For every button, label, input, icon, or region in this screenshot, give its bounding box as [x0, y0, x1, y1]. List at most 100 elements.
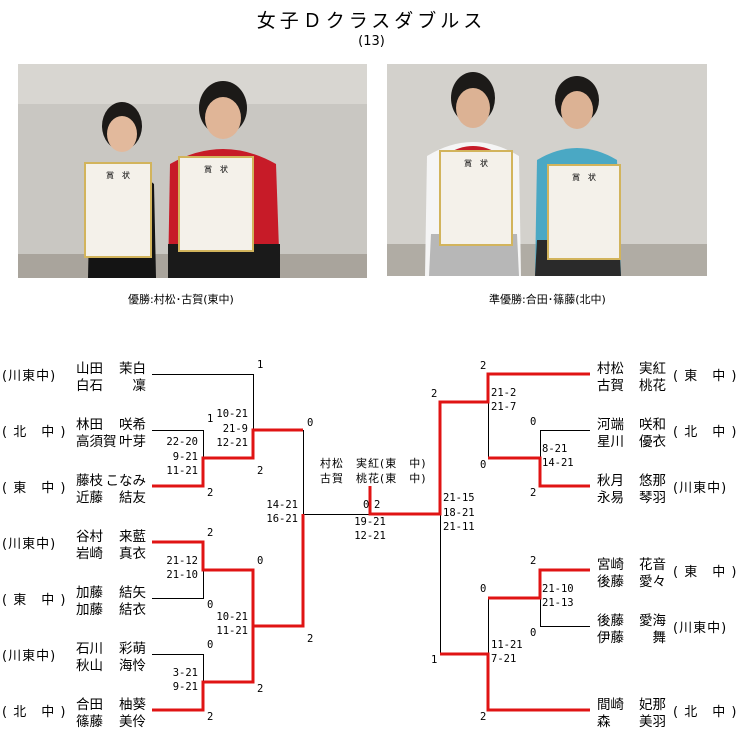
player-first-name: 海怜 [119, 658, 146, 674]
player-first-name: 結友 [119, 490, 146, 506]
games-won-label: 0 [207, 639, 214, 651]
player-first-name: 優衣 [639, 434, 666, 450]
player-last-name: 篠藤 [76, 714, 103, 730]
player-first-name: 美羽 [639, 714, 666, 730]
player-last-name: 谷村 [76, 529, 103, 545]
final-score: 19-21 [354, 516, 386, 528]
team-school: ( 東 中 ) [673, 565, 738, 580]
games-won-label: 0 [530, 416, 537, 428]
player-last-name: 後藤 [597, 574, 624, 590]
player-first-name: 柚葵 [119, 697, 146, 713]
player-last-name: 林田 [76, 417, 103, 433]
games-won-label: 2 [530, 555, 537, 567]
game-score: 22-20 [166, 436, 198, 448]
player-last-name: 宮崎 [597, 557, 624, 573]
game-score: 21-2 [491, 387, 517, 399]
games-won-label: 0 [530, 627, 537, 639]
games-won-label: 2 [257, 683, 264, 695]
player-first-name: 凜 [132, 378, 147, 394]
certificate: 賞 状 [84, 162, 152, 258]
player-last-name: 白石 [76, 378, 103, 394]
games-won-label: 0 [480, 583, 487, 595]
final-score: 12-21 [354, 530, 386, 542]
player-first-name: 真衣 [119, 546, 146, 562]
game-score: 12-21 [216, 437, 248, 449]
player-last-name: 加藤 [76, 585, 103, 601]
games-won-label: 2 [257, 465, 264, 477]
player-last-name: 秋月 [597, 473, 624, 489]
final-games-left: 0 [363, 499, 370, 511]
bracket-lines [152, 374, 590, 682]
game-score: 11-21 [216, 625, 248, 637]
game-score: 21-13 [542, 597, 574, 609]
game-score: 11-21 [491, 639, 523, 651]
player-first-name: 花音 [639, 557, 666, 573]
player-first-name: 咲和 [639, 417, 666, 433]
game-score: 21-7 [491, 401, 517, 413]
game-score: 14-21 [266, 499, 298, 511]
team-school: ( 北 中 ) [2, 425, 67, 440]
winner-caption: 優勝:村松･古賀(東中) [128, 293, 234, 306]
games-won-label: 2 [207, 711, 214, 723]
game-score: 21-10 [166, 569, 198, 581]
certificate-heading: 賞 状 [204, 165, 228, 174]
player-first-name: 琴羽 [639, 490, 666, 506]
player-last-name: 藤枝 [76, 473, 103, 489]
certificate: 賞 状 [178, 156, 254, 252]
certificate: 賞 状 [547, 164, 621, 260]
games-won-label: 1 [257, 359, 264, 371]
certificate-heading: 賞 状 [464, 159, 488, 168]
game-score: 16-21 [266, 513, 298, 525]
game-score: 21-12 [166, 555, 198, 567]
games-won-label: 2 [207, 527, 214, 539]
player-last-name: 河端 [597, 417, 624, 433]
games-won-label: 1 [207, 413, 214, 425]
player-last-name: 山田 [76, 361, 103, 377]
team-school: (川東中) [2, 649, 57, 664]
game-score: 10-21 [216, 611, 248, 623]
player-first-name: 舞 [652, 630, 667, 646]
player-last-name: 星川 [597, 434, 624, 450]
player-last-name: 合田 [76, 697, 103, 713]
player-last-name: 高須賀 [76, 434, 117, 450]
final-games-right: 2 [374, 499, 381, 511]
games-won-label: 2 [480, 711, 487, 723]
player-last-name: 永易 [597, 490, 624, 506]
team-school: ( 東 中 ) [673, 369, 738, 384]
game-score: 21-11 [443, 521, 475, 533]
games-won-label: 2 [207, 487, 214, 499]
game-score: 9-21 [172, 451, 198, 463]
team-school: (川東中) [2, 369, 57, 384]
player-first-name: こなみ [105, 473, 147, 489]
champion-player-1: 村松 実紅(東 中) [320, 457, 427, 470]
player-first-name: 愛々 [639, 574, 666, 590]
game-score: 21-10 [542, 583, 574, 595]
team-school: (川東中) [673, 481, 728, 496]
game-score: 9-21 [172, 681, 198, 693]
team-school: ( 北 中 ) [673, 425, 738, 440]
team-school: ( 北 中 ) [2, 705, 67, 720]
games-won-label: 2 [480, 360, 487, 372]
player-last-name: 秋山 [76, 658, 103, 674]
page-title: 女子Ｄクラスダブルス [256, 10, 487, 32]
games-won-label: 2 [307, 633, 314, 645]
champion-player-2: 古賀 桃花(東 中) [320, 472, 427, 485]
certificate-heading: 賞 状 [572, 173, 596, 182]
game-score: 7-21 [491, 653, 517, 665]
games-won-label: 0 [207, 599, 214, 611]
games-won-label: 0 [257, 555, 264, 567]
team-school: ( 東 中 ) [2, 481, 67, 496]
team-school: (川東中) [2, 537, 57, 552]
player-last-name: 間崎 [597, 697, 624, 713]
player-first-name: 結矢 [119, 585, 146, 601]
certificate-heading: 賞 状 [106, 171, 130, 180]
game-score: 8-21 [542, 443, 568, 455]
player-last-name: 岩崎 [76, 546, 103, 562]
player-first-name: 妃那 [639, 697, 666, 713]
player-first-name: 美伶 [119, 714, 146, 730]
games-won-label: 0 [307, 417, 314, 429]
player-first-name: 咲希 [119, 417, 146, 433]
player-first-name: 叶芽 [119, 434, 146, 450]
player-first-name: 桃花 [639, 378, 666, 394]
